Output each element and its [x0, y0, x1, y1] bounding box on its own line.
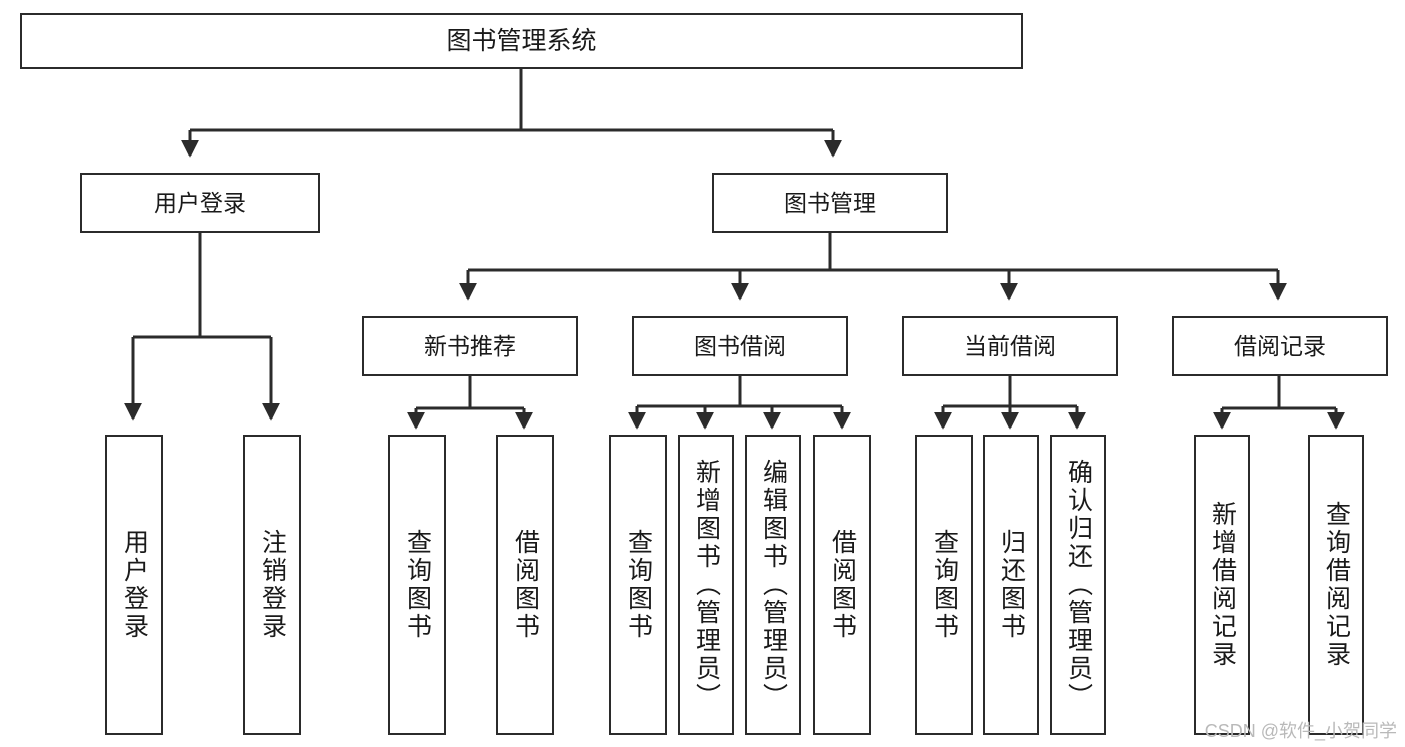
leaf-borrow-book-2-label: 借阅图书 [828, 529, 857, 641]
leaf-add-record[interactable]: 新增借阅记录 [1194, 435, 1250, 735]
leaf-user-logout-label: 注销登录 [258, 529, 287, 641]
leaf-borrow-book-2[interactable]: 借阅图书 [813, 435, 871, 735]
leaf-edit-book-label: 编辑图书（管理员） [759, 459, 788, 711]
node-new-book-recommend-label: 新书推荐 [424, 332, 516, 359]
leaf-query-book-1[interactable]: 查询图书 [388, 435, 446, 735]
leaf-user-login-label: 用户登录 [120, 529, 149, 641]
node-root[interactable]: 图书管理系统 [20, 13, 1023, 69]
leaf-borrow-book-1-label: 借阅图书 [511, 529, 540, 641]
leaf-add-book-label: 新增图书（管理员） [692, 459, 721, 711]
leaf-borrow-book-1[interactable]: 借阅图书 [496, 435, 554, 735]
leaf-query-book-3[interactable]: 查询图书 [915, 435, 973, 735]
node-user-login[interactable]: 用户登录 [80, 173, 320, 233]
leaf-return-book[interactable]: 归还图书 [983, 435, 1039, 735]
watermark: CSDN @软件_小贺同学 [1204, 721, 1397, 741]
node-current-borrow-label: 当前借阅 [964, 332, 1056, 359]
leaf-query-book-2-label: 查询图书 [624, 529, 653, 641]
leaf-query-book-1-label: 查询图书 [403, 529, 432, 641]
leaf-add-book[interactable]: 新增图书（管理员） [678, 435, 734, 735]
leaf-return-book-label: 归还图书 [997, 529, 1026, 641]
node-new-book-recommend[interactable]: 新书推荐 [362, 316, 578, 376]
node-book-borrow[interactable]: 图书借阅 [632, 316, 848, 376]
leaf-user-logout[interactable]: 注销登录 [243, 435, 301, 735]
node-borrow-record[interactable]: 借阅记录 [1172, 316, 1388, 376]
leaf-query-book-2[interactable]: 查询图书 [609, 435, 667, 735]
leaf-user-login[interactable]: 用户登录 [105, 435, 163, 735]
leaf-confirm-return-label: 确认归还（管理员） [1064, 459, 1093, 711]
node-borrow-record-label: 借阅记录 [1234, 332, 1326, 359]
node-current-borrow[interactable]: 当前借阅 [902, 316, 1118, 376]
leaf-query-record-label: 查询借阅记录 [1322, 501, 1351, 669]
leaf-edit-book[interactable]: 编辑图书（管理员） [745, 435, 801, 735]
node-root-label: 图书管理系统 [446, 26, 597, 55]
node-book-borrow-label: 图书借阅 [694, 332, 786, 359]
leaf-confirm-return[interactable]: 确认归还（管理员） [1050, 435, 1106, 735]
node-book-management-label: 图书管理 [784, 189, 876, 216]
node-user-login-label: 用户登录 [154, 189, 246, 216]
leaf-query-book-3-label: 查询图书 [930, 529, 959, 641]
leaf-query-record[interactable]: 查询借阅记录 [1308, 435, 1364, 735]
node-book-management[interactable]: 图书管理 [712, 173, 948, 233]
leaf-add-record-label: 新增借阅记录 [1208, 501, 1237, 669]
